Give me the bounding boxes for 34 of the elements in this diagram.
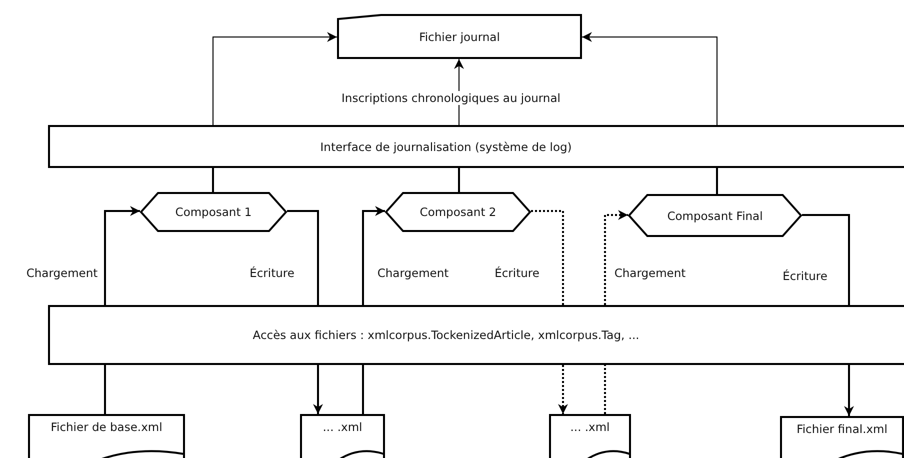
node-label: ... .xml [322,420,362,434]
node-label: Fichier de base.xml [50,420,162,434]
arrow [582,32,718,126]
arrow [212,32,338,126]
arrow [604,210,628,305]
arrow [844,365,854,416]
connector-line [531,210,564,305]
edge-label: Écriture [782,269,828,283]
edge-label: Écriture [494,266,540,280]
arrow [313,365,323,414]
node-label: Accès aux fichiers : xmlcorpus.TockenizedArticle, xmlcorpus.Tag, ... [252,328,640,342]
node-label: ... .xml [570,420,610,434]
connector-line [458,168,460,192]
connector-line [716,168,718,194]
connector-line [104,365,106,414]
connector-line [802,214,850,305]
arrow [558,365,568,414]
node-label: Interface de journalisation (système de log) [320,140,572,154]
node-label: Fichier final.xml [796,422,888,436]
node-label: Composant Final [667,208,763,222]
node-label: Fichier journal [419,30,500,44]
arrow [362,206,385,305]
node-label: Composant 1 [175,205,252,219]
connector-line [362,365,364,414]
edge-label: Chargement [25,266,99,280]
edge-label: Chargement [376,266,450,280]
edge-label: Inscriptions chronologiques au journal [340,91,562,105]
edge-label: Chargement [613,266,687,280]
edge-label: Écriture [248,266,296,280]
connector-line [212,168,214,192]
node-label: Composant 2 [420,205,496,219]
connector-line [287,210,319,305]
connector-line [604,365,606,414]
arrow [104,206,140,305]
